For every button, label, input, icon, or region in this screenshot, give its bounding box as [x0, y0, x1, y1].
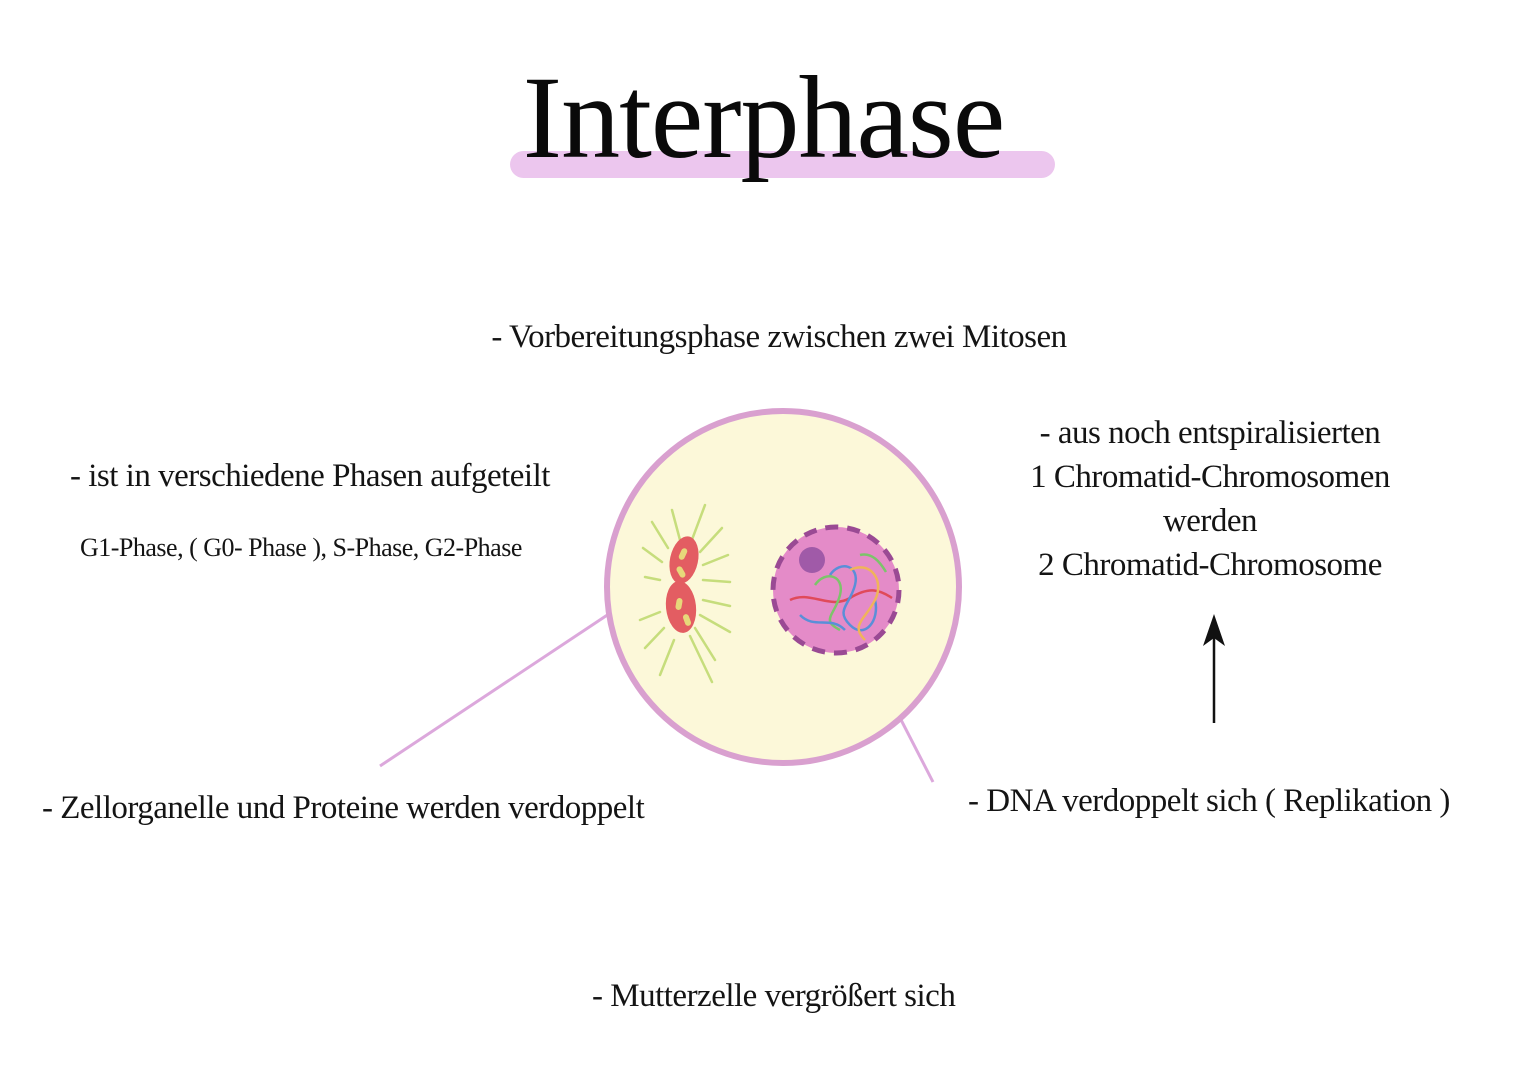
chromatid-line: 2 Chromatid-Chromosome [1038, 547, 1382, 583]
phases-list: G1-Phase, ( G0- Phase ), S-Phase, G2-Pha… [80, 533, 522, 562]
chromatid-line: werden [1162, 503, 1258, 539]
organelle-pointer-line [379, 588, 646, 768]
chromatid-line: - aus noch entspiralisierten [1039, 415, 1381, 451]
nucleolus [799, 547, 825, 573]
chromatid-note: - aus noch entspiralisierten 1 Chromatid… [990, 411, 1430, 587]
chromatid-line: 1 Chromatid-Chromosomen [1030, 459, 1390, 495]
up-arrow-icon [1203, 614, 1225, 723]
centrosome [665, 536, 699, 633]
spindle-fibers [638, 503, 732, 684]
phases-heading: - ist in verschiedene Phasen aufgeteilt [70, 458, 550, 494]
title-highlight [510, 151, 1055, 178]
page-title: Interphase [522, 52, 1005, 183]
subtitle: - Vorbereitungsphase zwischen zwei Mitos… [491, 319, 1067, 355]
nucleus [770, 524, 902, 656]
organelle-note: - Zellorganelle und Proteine werden verd… [42, 790, 645, 826]
dna-note: - DNA verdoppelt sich ( Replikation ) [968, 783, 1450, 819]
mother-cell-note: - Mutterzelle vergrößert sich [592, 978, 956, 1014]
